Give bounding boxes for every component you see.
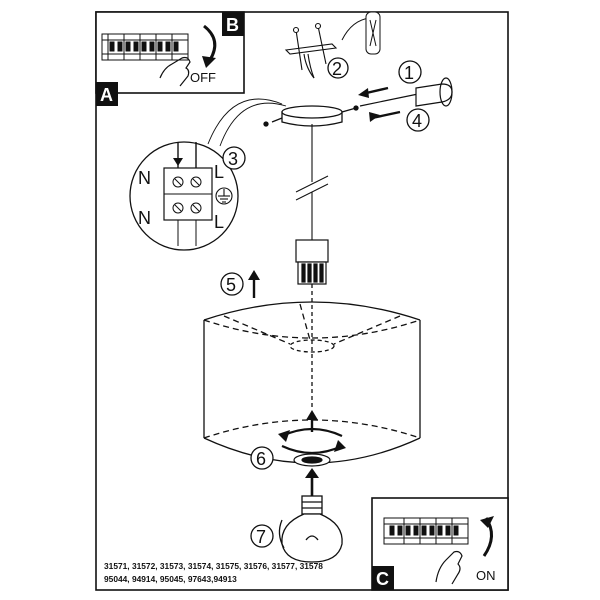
neutral-bottom-label: N — [138, 208, 151, 228]
live-bottom-label: L — [214, 212, 224, 232]
rotate-ring-icon — [281, 427, 343, 455]
screwdriver-icon — [359, 77, 453, 107]
panel-a-badge — [96, 82, 118, 106]
step-1-circle — [398, 60, 422, 84]
shade-ring — [293, 453, 331, 467]
product-codes-line-1: 31571, 31572, 31573, 31574, 31575, 31576… — [104, 561, 323, 571]
product-codes-line-2: 95044, 94914, 95045, 97643,94913 — [104, 574, 237, 584]
panel-c-badge — [372, 566, 394, 590]
step-7-number: 7 — [256, 527, 266, 547]
lamp-holder — [295, 239, 329, 285]
mounting-bracket — [284, 22, 338, 79]
live-top-label: L — [214, 162, 224, 182]
panel-a-letter: A — [100, 85, 113, 105]
switch-off-label: OFF — [190, 70, 216, 85]
wall-plug-icon — [341, 11, 381, 55]
step-3-circle — [222, 146, 246, 170]
light-bulb-icon — [278, 495, 343, 563]
panel-b-letter: B — [226, 15, 239, 35]
ceiling-canopy — [263, 105, 359, 127]
step-7-circle — [250, 524, 274, 548]
hand-icon — [159, 56, 191, 87]
breaker-bank-icon — [101, 33, 189, 61]
curved-arrow-down-icon — [203, 24, 217, 61]
hand-on-icon — [435, 550, 463, 585]
switch-on-label: ON — [476, 568, 496, 583]
panel-c: ON C — [371, 497, 509, 591]
neutral-top-label: N — [138, 168, 151, 188]
panel-b — [95, 11, 245, 94]
step-5-number: 5 — [226, 275, 236, 295]
main-frame — [95, 11, 509, 591]
breaker-bank-on-icon — [383, 517, 469, 545]
lampshade-drum — [203, 284, 421, 464]
earth-ground-icon — [215, 187, 233, 205]
step-6-circle — [250, 446, 274, 470]
step-2-circle — [327, 57, 349, 79]
step-4-circle — [406, 108, 430, 132]
panel-a: OFF A — [96, 70, 216, 106]
step-3-number: 3 — [228, 149, 238, 169]
panel-c-letter: C — [376, 569, 389, 589]
step-1-number: 1 — [404, 63, 414, 83]
step-6-number: 6 — [256, 449, 266, 469]
supply-cable — [207, 98, 283, 145]
step-4-number: 4 — [412, 111, 422, 131]
step-2-number: 2 — [332, 59, 342, 79]
terminal-block-panel — [129, 141, 239, 251]
panel-b-badge — [222, 12, 244, 36]
step-5-circle — [220, 272, 244, 296]
